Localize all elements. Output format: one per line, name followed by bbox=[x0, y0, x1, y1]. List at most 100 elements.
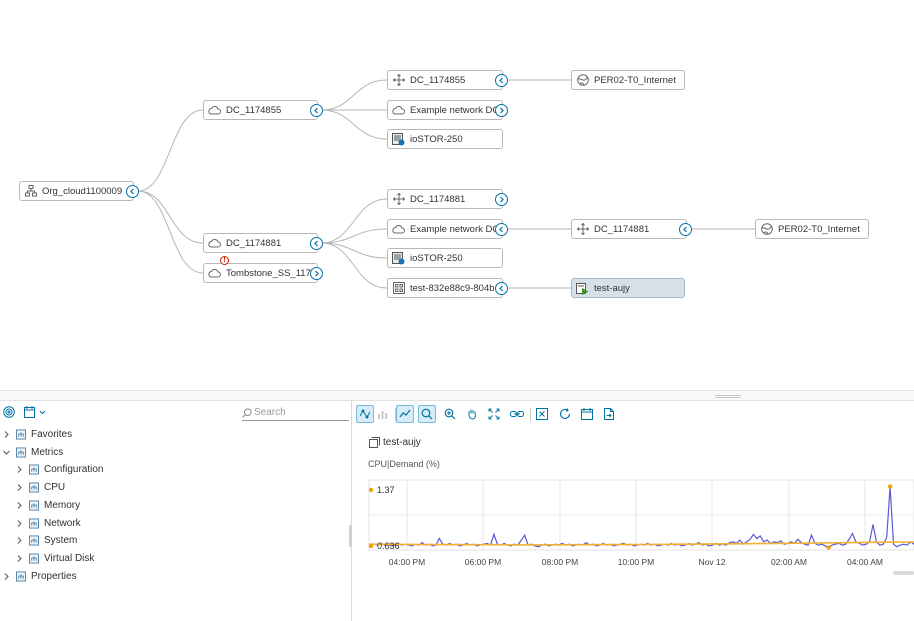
metric-group-icon bbox=[29, 535, 39, 546]
chevron-left-icon[interactable] bbox=[126, 185, 139, 198]
min-marker-legend bbox=[368, 543, 374, 549]
chevron-down-icon[interactable] bbox=[1, 447, 11, 457]
node-per02-internet-2[interactable]: PER02-T0_Internet bbox=[755, 219, 869, 239]
pane-resize-handle[interactable] bbox=[349, 525, 352, 547]
tree-item[interactable]: Virtual Disk bbox=[14, 550, 94, 567]
tree-item[interactable]: CPU bbox=[14, 479, 65, 496]
node-edge-dc-1174855[interactable]: DC_1174855 bbox=[387, 70, 508, 90]
node-iostor-250-2[interactable]: ioSTOR-250 bbox=[387, 248, 503, 268]
line-chart-icon[interactable] bbox=[396, 405, 414, 423]
cloud-icon bbox=[392, 104, 405, 117]
tree-item[interactable]: Network bbox=[14, 515, 81, 532]
node-edge-dc-1174881-b[interactable]: DC_1174881 bbox=[571, 219, 692, 239]
chevron-left-icon[interactable] bbox=[310, 104, 323, 117]
chevron-left-icon[interactable] bbox=[495, 282, 508, 295]
tree-item-label: Properties bbox=[31, 570, 77, 582]
cloud-icon bbox=[208, 237, 221, 250]
node-dc-1174855[interactable]: DC_1174855 bbox=[203, 100, 323, 120]
node-label: DC_1174881 bbox=[226, 237, 282, 249]
refresh-icon[interactable] bbox=[556, 405, 574, 423]
export-icon[interactable] bbox=[600, 405, 618, 423]
node-dc-1174881[interactable]: DC_1174881 bbox=[203, 233, 323, 253]
link-dc2-dc2d bbox=[320, 242, 388, 289]
splitter-grip-icon[interactable] bbox=[715, 395, 741, 398]
chart-toolbar bbox=[353, 403, 914, 425]
tree-item[interactable]: Configuration bbox=[14, 461, 103, 478]
link-charts-icon[interactable] bbox=[508, 405, 526, 423]
link-dc2-dc2a bbox=[320, 198, 388, 244]
tree-item-label: System bbox=[44, 535, 78, 547]
node-example-network-dc-2[interactable]: Example network DC bbox=[387, 219, 508, 239]
chevron-right-icon[interactable] bbox=[14, 518, 24, 528]
cloud-icon bbox=[208, 104, 221, 117]
chevron-right-icon[interactable] bbox=[1, 571, 11, 581]
x-tick-label: 04:00 PM bbox=[389, 557, 425, 567]
chevron-right-icon[interactable] bbox=[14, 483, 24, 493]
chevron-left-icon[interactable] bbox=[310, 237, 323, 250]
horizontal-scrollbar[interactable] bbox=[893, 571, 914, 575]
chevron-right-icon[interactable] bbox=[14, 536, 24, 546]
max-marker-legend bbox=[368, 487, 374, 493]
node-label: DC_1174881 bbox=[410, 193, 466, 205]
chevron-right-icon[interactable] bbox=[14, 465, 24, 475]
node-tombstone[interactable]: ! Tombstone_SS_1174 bbox=[203, 256, 323, 283]
trend-line bbox=[368, 541, 914, 546]
zoom-icon[interactable] bbox=[418, 405, 436, 423]
node-label: DC_1174881 bbox=[594, 223, 650, 235]
x-tick-label: 04:00 AM bbox=[847, 557, 883, 567]
tree-item[interactable]: Properties bbox=[1, 568, 77, 585]
chevron-right-icon[interactable] bbox=[495, 104, 508, 117]
zoom-in-icon[interactable] bbox=[441, 405, 459, 423]
chevron-left-icon[interactable] bbox=[679, 223, 692, 236]
x-tick-label: 02:00 AM bbox=[771, 557, 807, 567]
target-icon[interactable] bbox=[2, 405, 15, 418]
tree-item[interactable]: Memory bbox=[14, 497, 80, 514]
node-vm-test-aujy[interactable]: test-aujy bbox=[571, 278, 685, 298]
network-router-icon bbox=[576, 223, 589, 236]
node-edge-dc-1174881[interactable]: DC_1174881 bbox=[387, 189, 508, 209]
node-iostor-250-1[interactable]: ioSTOR-250 bbox=[387, 129, 503, 149]
fit-expand-icon[interactable] bbox=[485, 405, 503, 423]
node-label: PER02-T0_Internet bbox=[778, 223, 860, 235]
chevron-left-icon[interactable] bbox=[495, 223, 508, 236]
chevron-right-icon[interactable] bbox=[1, 430, 11, 440]
max-point-marker bbox=[887, 484, 893, 489]
tree-toolbar bbox=[0, 401, 352, 423]
node-org-cloud[interactable]: Org_cloud1100009 bbox=[19, 181, 139, 201]
node-example-network-dc-1[interactable]: Example network DC bbox=[387, 100, 508, 120]
tree-item[interactable]: Favorites bbox=[1, 426, 72, 443]
search-field[interactable] bbox=[242, 405, 349, 421]
node-vapp-test[interactable]: test-832e88c9-804b bbox=[387, 278, 508, 298]
metric-group-icon bbox=[29, 464, 39, 475]
metric-group-icon bbox=[29, 500, 39, 511]
search-input[interactable] bbox=[254, 407, 344, 418]
tree-item[interactable]: System bbox=[14, 532, 77, 549]
panel-splitter[interactable] bbox=[0, 390, 914, 401]
metric-group-icon bbox=[16, 571, 26, 582]
object-name: test-aujy bbox=[383, 436, 421, 448]
pan-hand-icon[interactable] bbox=[463, 405, 481, 423]
remove-chart-icon[interactable] bbox=[533, 405, 551, 423]
tree-item[interactable]: Metrics bbox=[1, 444, 63, 461]
node-per02-internet-1[interactable]: PER02-T0_Internet bbox=[571, 70, 685, 90]
node-label: DC_1174855 bbox=[410, 74, 466, 86]
x-tick-label: 10:00 PM bbox=[618, 557, 654, 567]
link-dc1-dc1c bbox=[320, 109, 388, 140]
metric-tree-pane: FavoritesMetricsConfigurationCPUMemoryNe… bbox=[0, 401, 352, 621]
calendar-icon[interactable] bbox=[578, 405, 596, 423]
chevron-right-icon[interactable] bbox=[14, 553, 24, 563]
metric-group-icon bbox=[29, 518, 39, 528]
topology-links bbox=[137, 79, 755, 289]
metric-picker-icon[interactable] bbox=[356, 405, 374, 423]
x-tick-label: 08:00 PM bbox=[542, 557, 578, 567]
chevron-right-icon[interactable] bbox=[14, 500, 24, 510]
chevron-right-icon[interactable] bbox=[310, 267, 323, 280]
calendar-dropdown-icon[interactable] bbox=[24, 405, 48, 418]
storage-icon bbox=[392, 132, 405, 146]
globe-icon bbox=[760, 223, 773, 236]
metric-group-icon bbox=[16, 447, 26, 458]
chevron-right-icon[interactable] bbox=[495, 193, 508, 206]
chevron-left-icon[interactable] bbox=[495, 74, 508, 87]
node-label: Org_cloud1100009 bbox=[42, 185, 123, 197]
